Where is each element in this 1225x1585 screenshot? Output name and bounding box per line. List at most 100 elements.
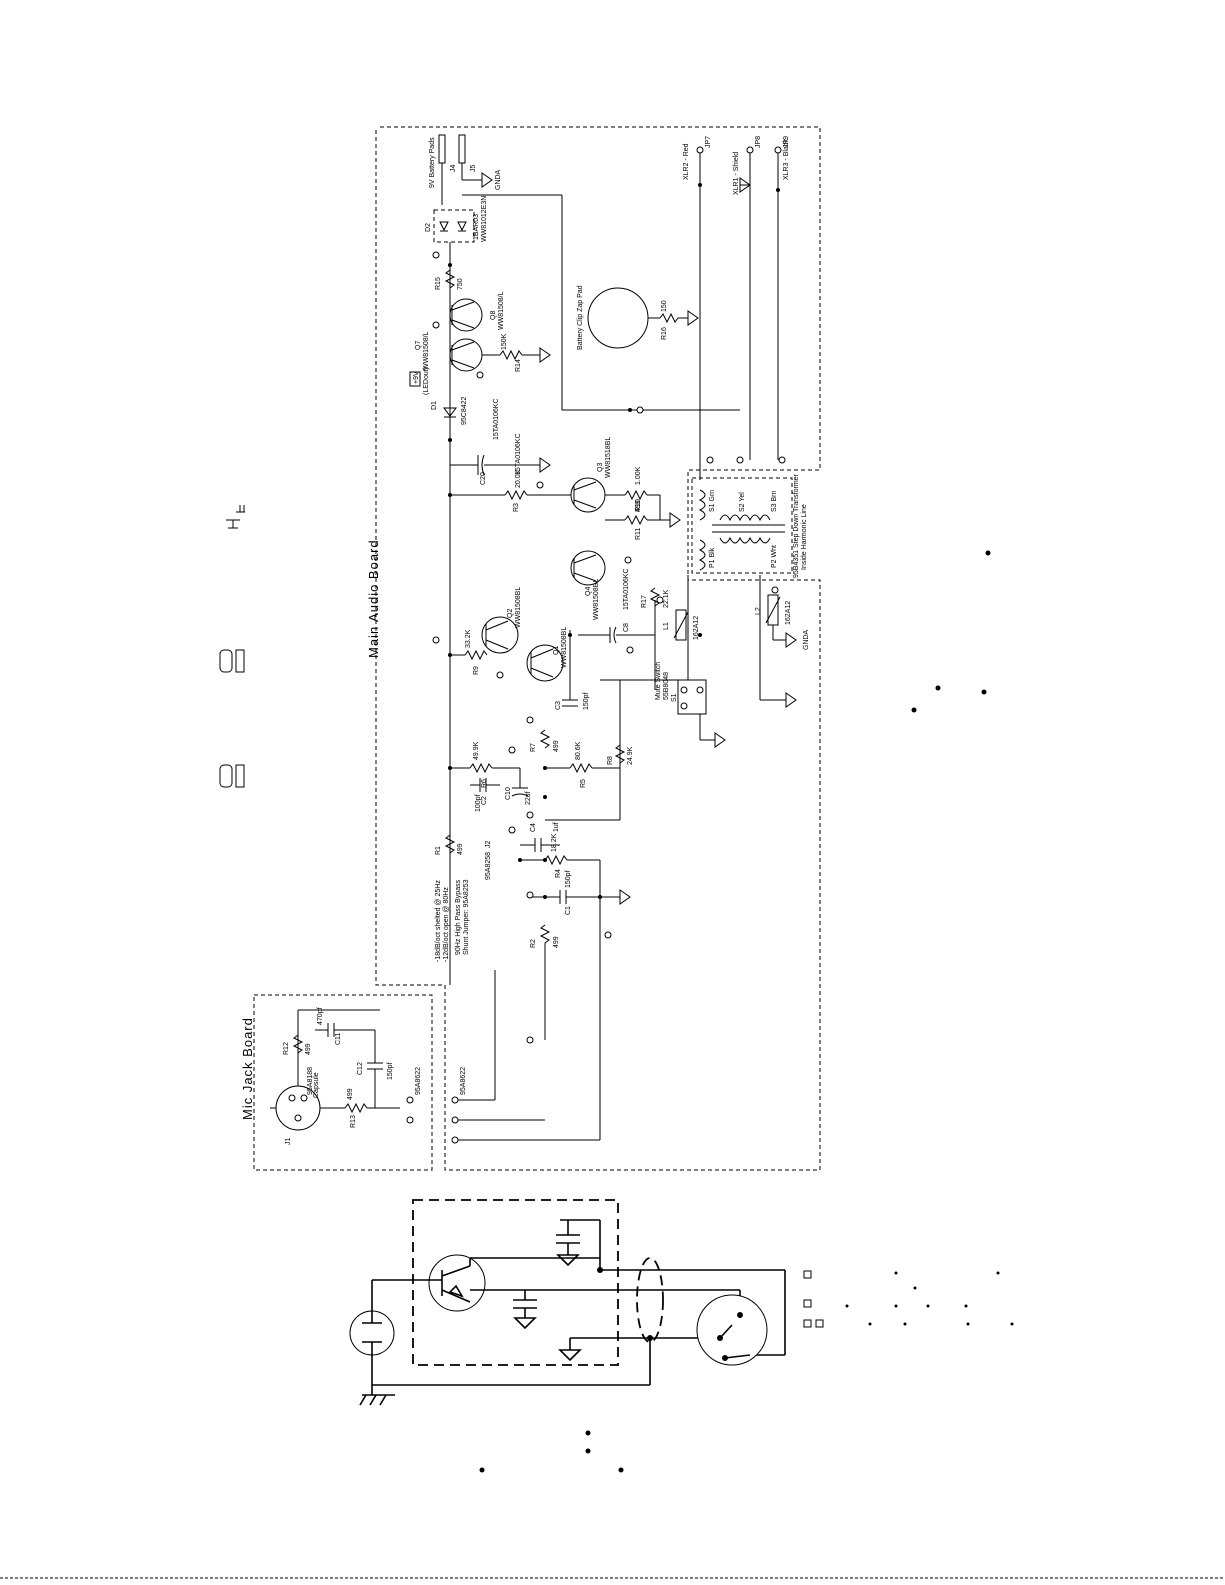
r13-value: 499 [347,1088,354,1100]
r14-ref: R14 [515,359,522,372]
xfmr-p2: P2 Wht [771,545,778,568]
concept-diagram [349,1199,786,1406]
c12-value: 150pf [387,1062,394,1080]
r7-ref: R7 [530,743,537,752]
battery-label: 9V Battery Pads [429,137,436,188]
l1-part: 162A12 [693,616,700,640]
mic-jack-xlr: J1 95A8188 Capsule R13 499 [270,1009,400,1146]
q8-ref: Q8 [490,311,497,320]
q4-part: WW81508BL [593,579,600,620]
r6-value: 49.9K [473,741,480,760]
c3-value: 150pf [583,692,590,710]
gnda-label-top: GNDA [495,169,502,190]
jp9-label: JP9 [783,136,790,148]
transformer-outline [691,477,793,574]
r8-ref: R8 [607,756,614,765]
note-line4: Shunt Jumper: 95A8253 [463,879,470,955]
c4-value: 1uf [553,822,560,832]
resistor-r2: R2 499 [530,924,560,948]
r10-value: 1.00K [635,466,642,485]
capacitor-c12: C12 150pf [357,1030,394,1108]
xfmr-label2: Inside Harmonic Line [801,504,808,570]
capacitor-c3: C3 150pf [555,690,590,710]
r9-value: 33.2K [465,629,472,648]
c11-value: 470pf [317,1007,324,1025]
c11-ref: C11 [335,1033,342,1045]
resistor-r6: R6 49.9K [450,741,520,788]
c4-ref: C4 [530,823,537,832]
c20-ref: C20 [480,472,487,485]
r12-ref: R12 [283,1042,290,1055]
xfmr-s1: S1 Grn [709,490,716,512]
capacitor-c2: C2 100pf [470,778,500,812]
r9-ref: R9 [473,666,480,675]
note-line3: 90Hz High Pass Bypass [455,879,462,955]
q8-part: WW81508/L [498,291,505,330]
c1-value: 150pf [565,870,572,888]
r17-ref: R17 [641,595,648,608]
c10-value: 22uf [525,791,532,805]
xlr-output-pins: XLR2 - Red XLR1 - Shield XLR3 - Black JP… [683,136,790,460]
capacitor-c8: C8 15TA0106KC [578,568,655,644]
c10-ref: C10 [505,787,512,800]
q4-ref: Q4 [585,587,592,596]
zap-pad-label: Battery Clip Zap Pad [577,285,584,350]
r3-ref: R3 [513,503,520,512]
j4-label: J4 [450,165,457,173]
capacitor-c10: C10 22uf [505,768,532,805]
r8-value: 24.9K [627,746,634,765]
r3-value: 20.0K [515,469,522,488]
xlr2-label: XLR2 - Red [683,143,690,180]
transistor-q1: Q1 WW81508BL [526,627,568,682]
r5-value: 80.6K [575,741,582,760]
q7-part: WW81508/L [423,331,430,370]
led-ref: D1 [431,401,438,410]
concept-cable-shield [636,1257,664,1343]
conn-part: 95A8622 [415,1067,422,1095]
choke-l2: L2 162A12 GNDA [755,594,810,650]
resistor-r1: R1 499 [435,834,464,855]
resistor-r5: R5 80.6K [545,741,605,788]
c2-value: 100pf [475,794,482,812]
switch-ref: S1 [671,693,678,702]
c8-ref: C8 [623,623,630,632]
legend-symbols [219,505,245,788]
q1-part: WW81508BL [561,627,568,668]
resistor-r15: R15 750 [435,269,464,290]
jack-ref: J1 [285,1138,292,1146]
capacitor-c4: C4 1uf [520,822,560,852]
c3-ref: C3 [555,701,562,710]
test-points [432,251,786,1044]
led-note: +9V [413,371,420,384]
diode-d2: D2 1BAR03 WW81012E3N [425,196,488,242]
r11-ref: R11 [635,528,642,540]
capacitor-c1: C1 150pf [530,870,631,915]
diode-package-outline [433,209,475,243]
xfmr-p1: P1 Blk [709,547,716,568]
c8top-value: 15TA0106KC [493,398,500,440]
led-note2: (LEDout) [423,367,430,395]
switch-label: Mute Switch [655,662,662,700]
r2-value: 499 [553,936,560,948]
battery-zap-pad: Battery Clip Zap Pad R16 150 [577,285,699,350]
q7-ref: Q7 [415,341,422,350]
xfmr-label: 95B4351 Step Down Transformer [793,473,800,578]
jp7-label: JP7 [705,136,712,148]
j5-label: J5 [470,165,477,173]
r16-value: 150 [661,300,668,312]
l1-ref: L1 [663,622,670,630]
jack-part: 95A8188 [307,1067,314,1095]
transistor-q3: Q3 WW81518BL [570,437,612,513]
concept-preamp-box [412,1199,619,1366]
c12-ref: C12 [357,1062,364,1075]
c1-ref: C1 [565,906,572,915]
r4-ref: R4 [555,869,562,878]
d2-ref: D2 [425,223,432,232]
battery-pads: 9V Battery Pads GNDA J4 J5 [429,134,502,205]
r1-value: 499 [457,843,464,855]
r13-ref: R13 [350,1115,357,1128]
d2-part2: WW81012E3N [481,196,488,242]
gnda-label-right: GNDA [803,629,810,650]
led-d1: +9V (LEDout) D1 95C8422 [409,367,468,425]
